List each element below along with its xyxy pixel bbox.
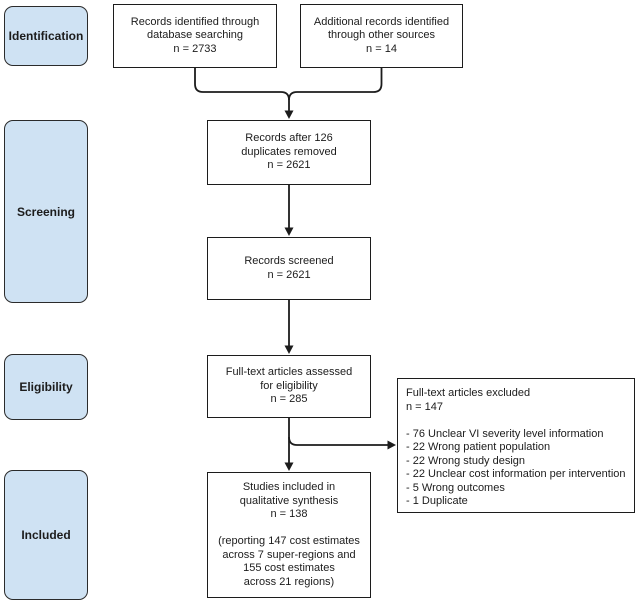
stage-label-text: Eligibility bbox=[19, 380, 73, 394]
stage-label-text: Screening bbox=[16, 204, 76, 219]
stage-label-text: Identification bbox=[8, 29, 84, 43]
stage-label-screening: Screening bbox=[4, 120, 88, 303]
merge-connector-right bbox=[288, 68, 383, 101]
node-text: Records screened n = 2621 bbox=[244, 255, 334, 281]
node-text: Records identified through database sear… bbox=[130, 15, 260, 55]
merge-arrowhead bbox=[284, 110, 294, 119]
node-duplicates-removed: Records after 126 duplicates removed n =… bbox=[207, 120, 371, 185]
node-text: Full-text articles assessed for eligibil… bbox=[225, 366, 353, 406]
node-text: Studies included in qualitative synthesi… bbox=[218, 481, 360, 588]
node-records-screened: Records screened n = 2621 bbox=[207, 237, 371, 300]
node-fulltext-excluded: Full-text articles excluded n = 147 - 76… bbox=[397, 378, 635, 513]
node-fulltext-assessed: Full-text articles assessed for eligibil… bbox=[207, 355, 371, 418]
node-additional-records: Additional records identified through ot… bbox=[300, 4, 463, 68]
arrowhead-fulltext-to-included bbox=[284, 462, 294, 471]
arrowhead-screened-to-fulltext bbox=[284, 345, 294, 354]
merge-connector-left bbox=[194, 68, 290, 111]
node-records-identified: Records identified through database sear… bbox=[113, 4, 277, 68]
stage-label-included: Included bbox=[4, 470, 88, 600]
node-text: Records after 126 duplicates removed n =… bbox=[241, 132, 337, 172]
arrowhead-branch-to-excluded bbox=[387, 440, 396, 450]
stage-label-identification: Identification bbox=[4, 6, 88, 66]
stage-label-text: Included bbox=[21, 528, 71, 542]
arrowhead-duplicates-to-screened bbox=[284, 227, 294, 236]
stage-label-eligibility: Eligibility bbox=[4, 354, 88, 420]
node-text: Additional records identified through ot… bbox=[313, 15, 450, 55]
branch-to-excluded bbox=[288, 436, 388, 446]
node-studies-included: Studies included in qualitative synthesi… bbox=[207, 472, 371, 598]
node-text: Full-text articles excluded n = 147 - 76… bbox=[406, 387, 626, 507]
